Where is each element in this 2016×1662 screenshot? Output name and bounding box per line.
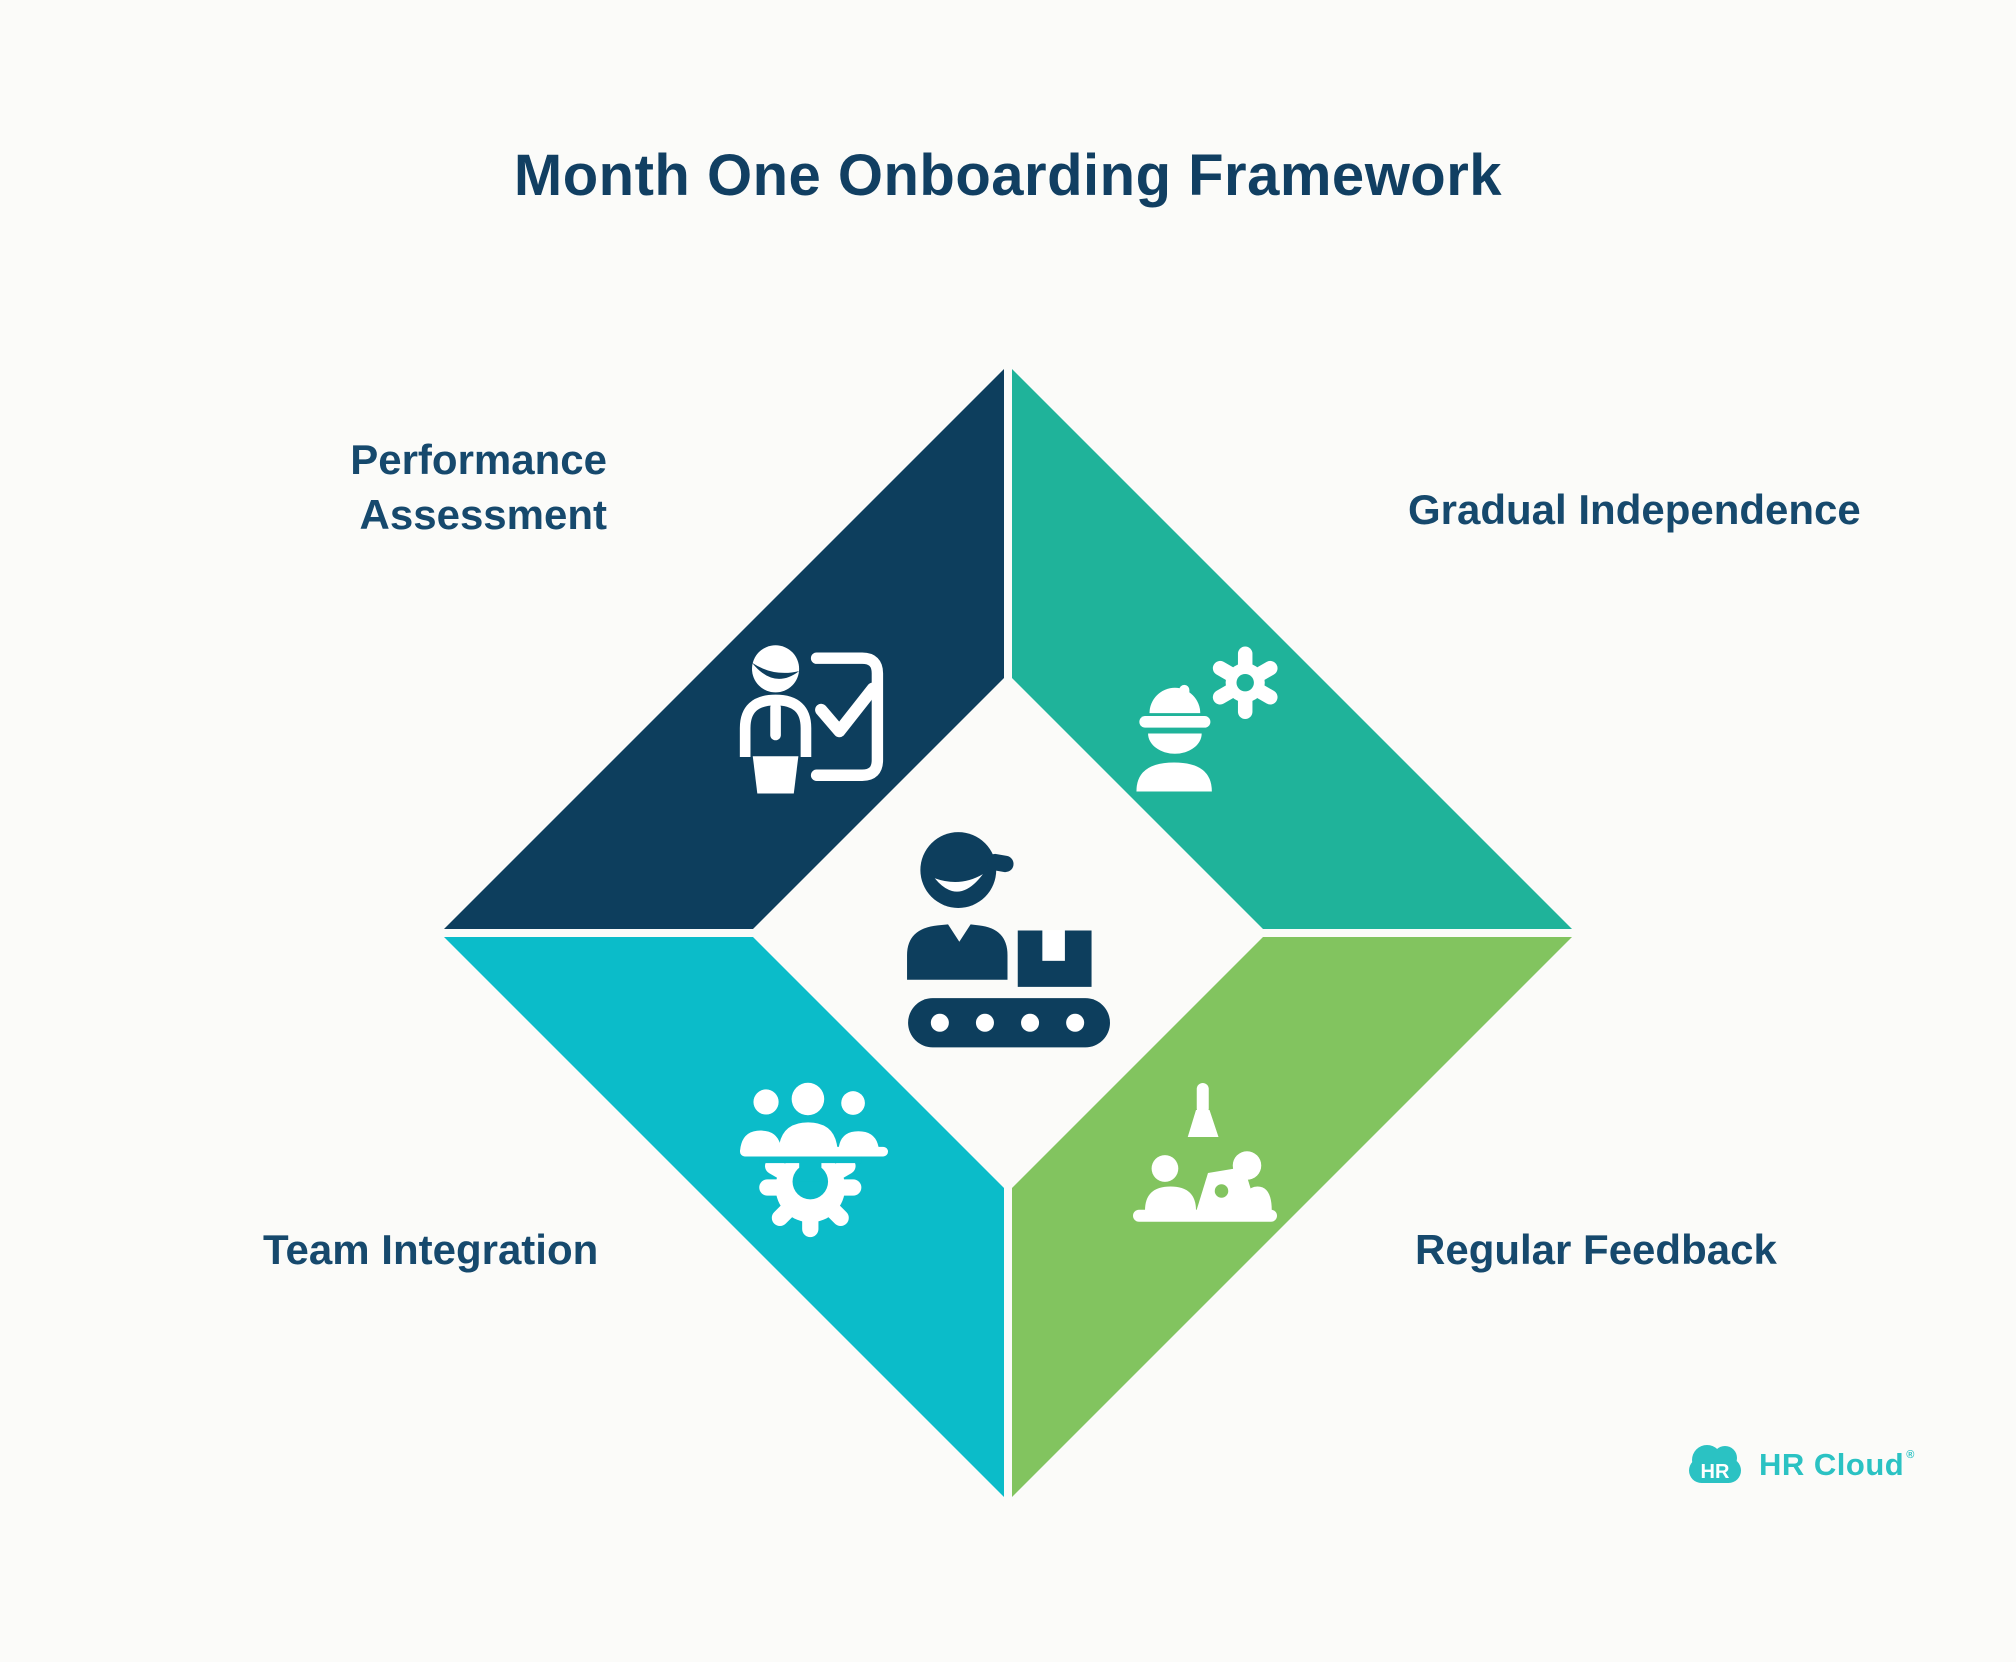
page-title: Month One Onboarding Framework: [513, 143, 1503, 208]
hr-badge-text: HR: [1701, 1461, 1730, 1483]
hr-cloud-wordmark: HR Cloud ®: [1759, 1447, 1915, 1483]
feedback-desk-icon: [1133, 1083, 1277, 1222]
label-regular-feedback: Regular Feedback: [1415, 1226, 1777, 1273]
person-checklist-icon: [739, 645, 884, 794]
label-gradual-independence: Gradual Independence: [1408, 486, 1861, 533]
hr-cloud-icon: HR: [1689, 1445, 1741, 1483]
team-cog-icon: [740, 1082, 888, 1238]
worker-conveyor-icon: [907, 832, 1110, 1048]
quadrant-team-integration: [444, 937, 1004, 1497]
registered-trademark-mark: ®: [1906, 1449, 1915, 1461]
worker-gear-icon: [1136, 646, 1278, 792]
quadrant-performance-assessment: [444, 369, 1004, 929]
quadrant-gradual-independence: [1012, 369, 1572, 929]
label-team-integration: Team Integration: [263, 1226, 599, 1273]
label-performance-assessment: Performance Assessment: [350, 436, 607, 539]
quadrant-regular-feedback: [1012, 937, 1572, 1497]
hr-cloud-name: HR Cloud: [1759, 1447, 1905, 1482]
hr-cloud-logo: HR HR Cloud ®: [1683, 1441, 1915, 1489]
